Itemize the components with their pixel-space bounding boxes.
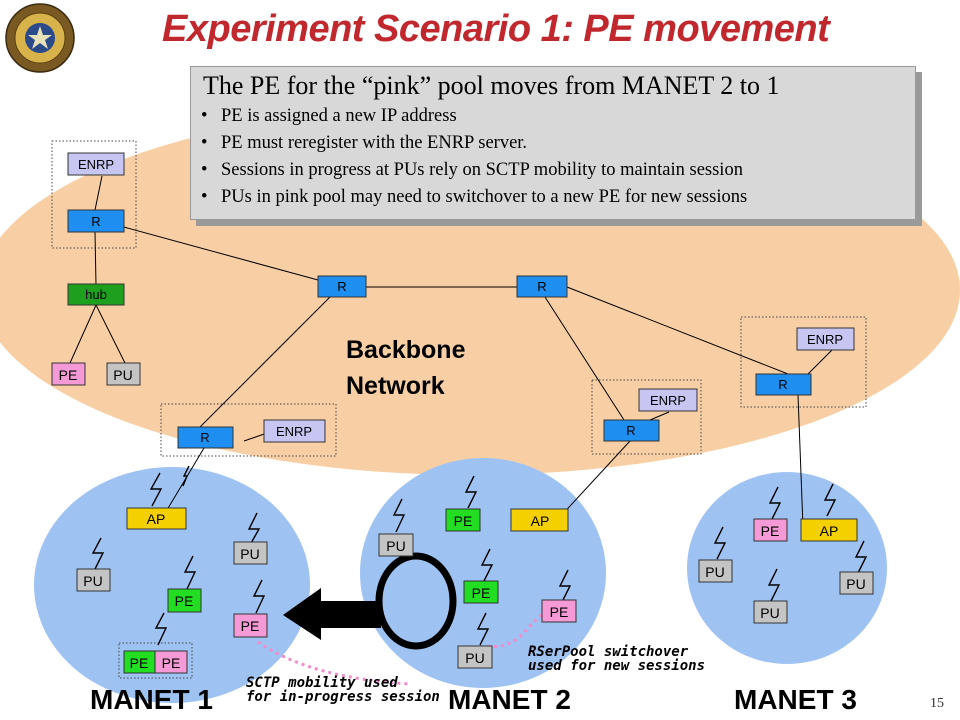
pu-node[interactable] [76,568,111,592]
access-point-label: AP [147,511,166,527]
pe-label: PE [761,523,780,539]
pu-label: PU [83,573,102,589]
enrp-server-node[interactable] [638,388,698,412]
info-bullet: •PUs in pink pool may need to switchover… [201,187,748,207]
router-node[interactable] [755,373,812,396]
slide-title: Experiment Scenario 1: PE movement [162,8,830,50]
router-label: R [537,279,546,294]
pu-label: PU [760,605,779,621]
pu-node[interactable] [698,559,733,583]
pe-node-pink[interactable] [233,613,268,638]
access-point-label: AP [531,513,550,529]
pe-node-green[interactable] [167,588,202,613]
pe-label: PE [130,655,149,671]
pu-node[interactable] [106,362,141,386]
pe-node-pink[interactable] [541,599,577,623]
pe-node-pink[interactable] [51,362,86,386]
enrp-server-node[interactable] [67,152,125,176]
router-node[interactable] [516,275,568,298]
router-label: R [91,214,100,229]
pe-label: PE [472,585,491,601]
hub-label: hub [85,287,107,302]
router-node[interactable] [603,419,660,442]
pu-label: PU [705,564,724,580]
rserpool-switchover-note: RSerPool switchover used for new session… [528,644,706,674]
pe-label: PE [241,618,260,634]
router-label: R [337,279,346,294]
pu-label: PU [846,576,865,592]
movement-arrow [283,588,381,640]
pu-label: PU [386,538,405,554]
manet-3-label: MANET 3 [734,684,857,715]
backbone-network-label: Backbone Network [346,336,466,400]
enrp-group-manet3 [740,316,867,408]
enrp-server-node[interactable] [796,327,855,351]
hub-node[interactable] [67,283,125,306]
sctp-mobility-note: SCTP mobility used for in-progress sessi… [246,675,440,705]
pe-group-manet1 [118,642,193,679]
enrp-server-label: ENRP [78,157,114,172]
pe-label: PE [550,604,569,620]
pu-node[interactable] [457,645,493,669]
page-number: 15 [930,696,944,711]
pu-label: PU [113,367,132,383]
info-box-heading: The PE for the “pink” pool moves from MA… [203,71,780,100]
enrp-group-top-left [51,140,137,249]
pu-label: PU [240,546,259,562]
pe-node-pink[interactable] [753,518,788,542]
pe-node-green[interactable] [463,580,499,604]
router-label: R [626,423,635,438]
info-bullet: •PE is assigned a new IP address [201,106,457,126]
pe-label: PE [175,593,194,609]
pu-node[interactable] [839,571,874,595]
pe-label: PE [454,513,473,529]
manet-1-area [34,467,310,703]
wireless-links [91,465,868,646]
enrp-group-manet1 [160,403,337,457]
access-point-node[interactable] [510,508,569,532]
sctp-mobility-path [257,640,411,686]
info-bullet-list: •PE is assigned a new IP address •PE mus… [191,103,915,211]
pu-node[interactable] [753,600,788,624]
enrp-server-node[interactable] [263,419,326,443]
pe-label: PE [59,367,78,383]
enrp-server-label: ENRP [807,332,843,347]
pu-label: PU [465,650,484,666]
nodes: ENRP R hub PE PU R R R ENRP ENRP R ENRP … [51,152,874,674]
info-box: The PE for the “pink” pool moves from MA… [190,66,916,220]
access-point-label: AP [820,523,839,539]
organization-seal-logo [5,3,75,73]
manet-1-label: MANET 1 [90,684,213,715]
router-node[interactable] [67,209,125,233]
router-node[interactable] [177,426,234,449]
pe-node-pink[interactable] [154,650,188,674]
pe-node-green[interactable] [445,508,481,532]
info-bullet: •Sessions in progress at PUs rely on SCT… [201,160,743,180]
enrp-server-label: ENRP [650,393,686,408]
enrp-group-manet2 [591,379,702,455]
pu-node[interactable] [378,533,414,557]
pu-node[interactable] [233,541,268,565]
router-label: R [778,377,787,392]
pe-label: PE [162,655,181,671]
router-node[interactable] [317,275,367,298]
router-label: R [200,430,209,445]
enrp-server-label: ENRP [276,424,312,439]
access-point-node[interactable] [126,507,187,530]
info-bullet: •PE must reregister with the ENRP server… [201,133,528,153]
manet-2-label: MANET 2 [448,684,571,715]
access-point-node[interactable] [800,518,858,542]
